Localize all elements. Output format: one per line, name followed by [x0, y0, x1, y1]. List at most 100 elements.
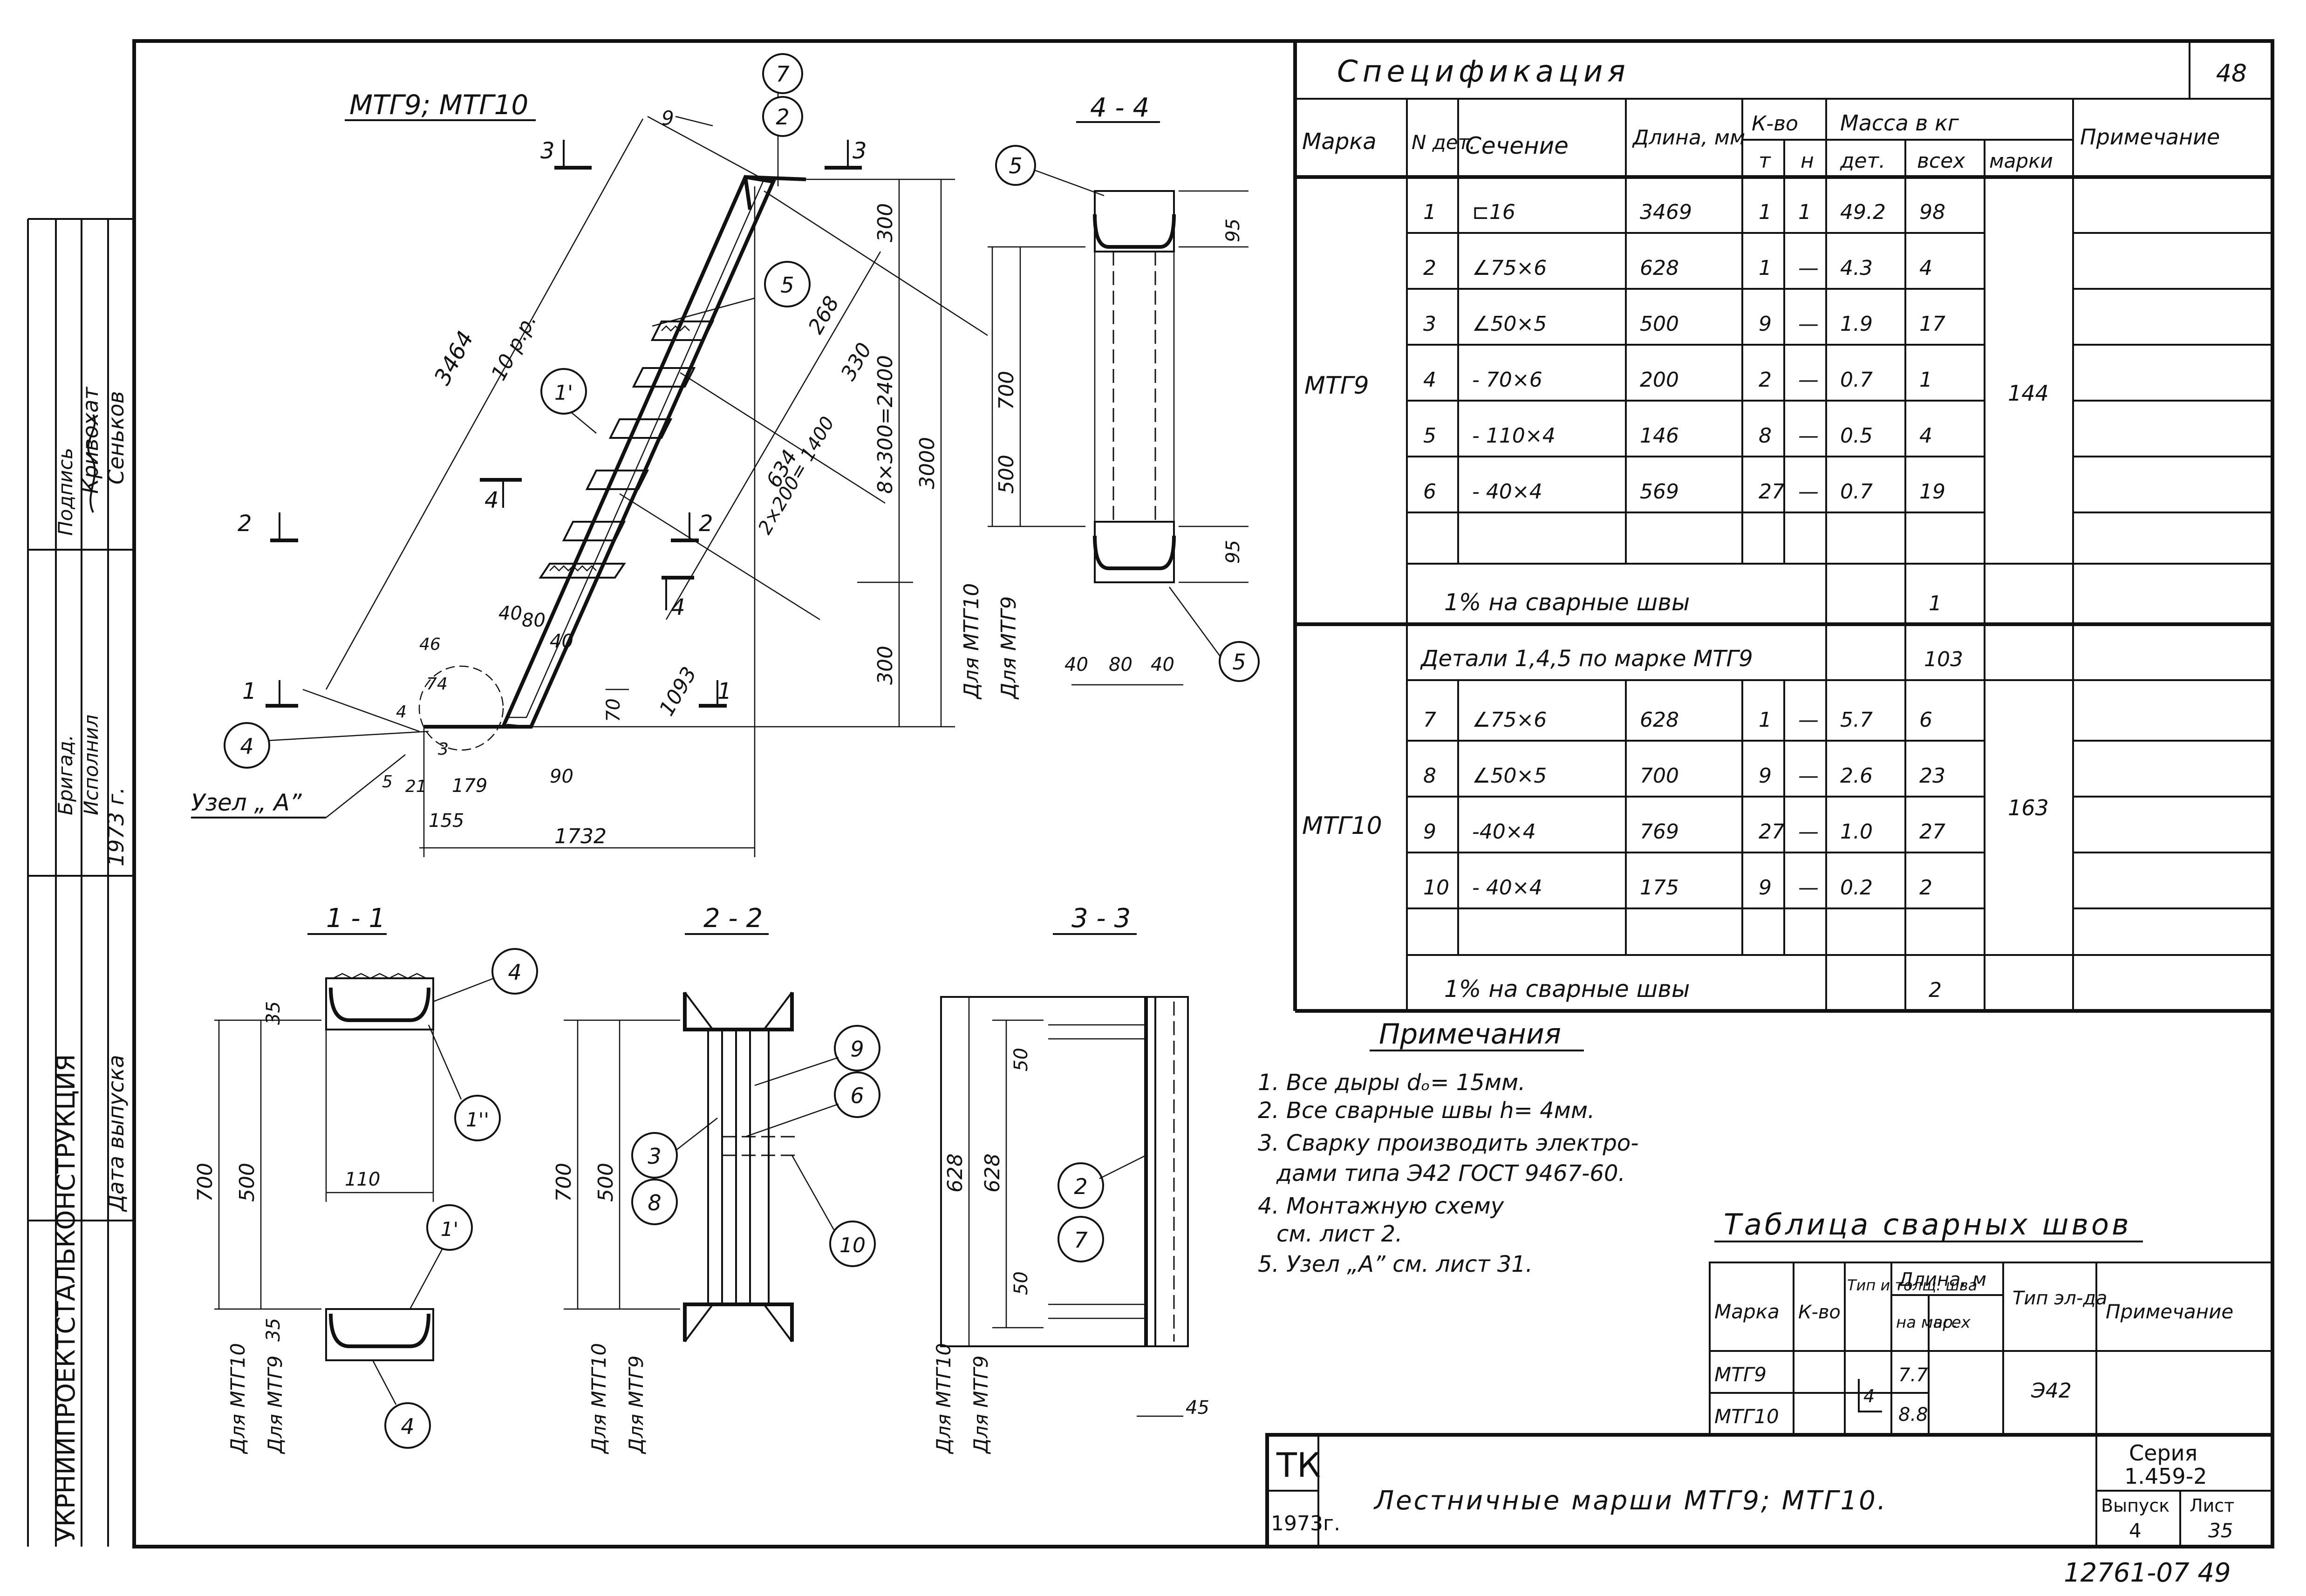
spec-welds-2: 1% на сварные швы	[1444, 975, 1690, 1003]
spec-cell: 3	[1423, 312, 1436, 336]
sec22-d700: 700	[552, 1163, 576, 1202]
spec-cell: 628	[1640, 256, 1679, 280]
sec33-d628b: 628	[981, 1153, 1004, 1193]
spec-cell: 17	[1919, 312, 1945, 336]
spec-cell: 27	[1919, 820, 1945, 844]
title-issue-val: 4	[2129, 1519, 2142, 1542]
spec-cell: 2	[1919, 876, 1932, 900]
spec-cell: 9	[1759, 312, 1772, 336]
spec-h-all: всех	[1917, 149, 1965, 173]
spec-cell: ∠50×5	[1472, 312, 1547, 336]
spec-cell: 1.9	[1840, 312, 1873, 336]
spec-cell: 175	[1640, 876, 1679, 900]
section-3-3: 3 - 3 50 628 628 50 45 Для МТГ10 Для МТГ…	[932, 903, 1209, 1454]
title-sheet-val: 35	[2208, 1519, 2233, 1542]
dim-1732: 1732	[554, 825, 607, 848]
dim-5: 5	[382, 772, 393, 791]
sec11-for-mtg10: Для МТГ10	[226, 1343, 249, 1454]
marker-1pp-sec11: 1''	[466, 1108, 489, 1131]
sec-3-right: 3	[853, 138, 867, 164]
spec-cell: 9	[1423, 820, 1436, 844]
spec-cell: 8	[1759, 424, 1772, 448]
sec44-title: 4 - 4	[1090, 93, 1149, 123]
dim-46: 46	[419, 635, 441, 654]
dim-3000: 3000	[915, 437, 939, 489]
spec-cell: ∠50×5	[1472, 764, 1547, 788]
spec-h-t: т	[1759, 149, 1771, 173]
title-name: Лестничные марши МТГ9; МТГ10.	[1373, 1486, 1888, 1516]
spec-cell: ⊏16	[1472, 200, 1515, 224]
spec-cell: 700	[1640, 764, 1679, 788]
left-stamp: Кривохат Сеньков Подпись Исполнил Бригад…	[27, 218, 134, 1547]
spec-h-qty: К-во	[1752, 112, 1798, 136]
spec-cell: 27	[1759, 480, 1785, 504]
marker-9-sec22: 9	[850, 1037, 864, 1062]
weld-h-note: Примечание	[2106, 1300, 2233, 1323]
dim-40b: 40	[550, 631, 573, 652]
spec-cell: 769	[1640, 820, 1679, 844]
marker-7-top: 7	[776, 61, 789, 87]
note-4b: см. лист 2.	[1276, 1221, 1402, 1247]
stamp-sign: Подпись	[54, 448, 77, 536]
spec-cell: 10	[1423, 876, 1449, 900]
spec-cell: 2.6	[1840, 764, 1873, 788]
weld-h-elec: Тип эл-да	[2013, 1288, 2107, 1309]
sec11-d700: 700	[193, 1163, 217, 1202]
weld-r2-mark: МТГ10	[1714, 1405, 1779, 1428]
spec-h-n: н	[1801, 149, 1814, 173]
spec-h-mass: Масса в кг	[1840, 110, 1959, 136]
spec-cell: 7	[1423, 708, 1436, 732]
spec-welds-1: 1% на сварные швы	[1444, 589, 1690, 616]
spec-cell: 628	[1640, 708, 1679, 732]
marker-5-sec44-bottom: 5	[1232, 649, 1246, 675]
spec-cell: 1	[1798, 200, 1811, 224]
weld-h-qty: К-во	[1798, 1302, 1841, 1323]
spec-cell: 200	[1640, 368, 1679, 392]
spec-cell: 27	[1759, 820, 1785, 844]
spec-cell: 9	[1759, 876, 1772, 900]
marker-6-sec22: 6	[850, 1083, 864, 1108]
spec-cell: ∠75×6	[1472, 708, 1547, 732]
spec-cell: -40×4	[1472, 820, 1536, 844]
spec-cell: ∠75×6	[1472, 256, 1547, 280]
section-2-2: 2 - 2 700 500 Для МТГ10 Для МТГ9 9 6 3 8…	[552, 903, 880, 1454]
sheet-number: 48	[2216, 60, 2247, 88]
weld-type-val: 4	[1863, 1386, 1875, 1406]
sec44-d95b: 95	[1222, 540, 1244, 564]
marker-10-sec22: 10	[839, 1234, 866, 1257]
spec-cell: 1	[1919, 368, 1932, 392]
spec-cell: 0.2	[1840, 876, 1873, 900]
sec-2-right: 2	[699, 511, 713, 537]
spec-cell: 0.5	[1840, 424, 1873, 448]
stair-rungs	[539, 321, 715, 579]
marker-5-sec44-top: 5	[1009, 153, 1022, 178]
dim-74: 74	[426, 675, 448, 694]
dim-80a: 80	[522, 610, 546, 631]
spec-h-marka: Марка	[1302, 129, 1377, 155]
spec-mark-mtg10: МТГ10	[1302, 812, 1382, 840]
sec11-d110: 110	[345, 1169, 380, 1190]
sec11-d35b: 35	[263, 1318, 284, 1342]
spec-group-mtg9: МТГ9 144	[1304, 232, 2272, 565]
spec-cell: —	[1798, 312, 1819, 336]
main-markers: 7 2 5 1' 4	[224, 53, 811, 769]
sec44-d95a: 95	[1222, 218, 1244, 242]
spec-details-line: Детали 1,4,5 по марке МТГ9	[1420, 646, 1753, 672]
weld-h-type: Тип и толщ. шва	[1847, 1276, 1977, 1294]
weld-table-title: Таблица сварных швов	[1724, 1207, 2132, 1241]
spec-cell: 49.2	[1840, 200, 1886, 224]
marker-7-sec33: 7	[1074, 1228, 1087, 1253]
marker-4-main: 4	[240, 734, 253, 759]
spec-cell: 5	[1423, 424, 1436, 448]
weld-symbol	[1858, 1379, 1882, 1412]
title-sheet-label: Лист	[2190, 1495, 2234, 1516]
signature-mark	[87, 414, 96, 513]
spec-cell: 23	[1919, 764, 1945, 788]
notes: Примечания 1. Все дыры dₒ= 15мм. 2. Все …	[1258, 1018, 1639, 1277]
sec-1-right: 1	[717, 678, 732, 704]
spec-h-ndet: N дет.	[1412, 131, 1475, 154]
spec-cell: 3469	[1640, 200, 1692, 224]
